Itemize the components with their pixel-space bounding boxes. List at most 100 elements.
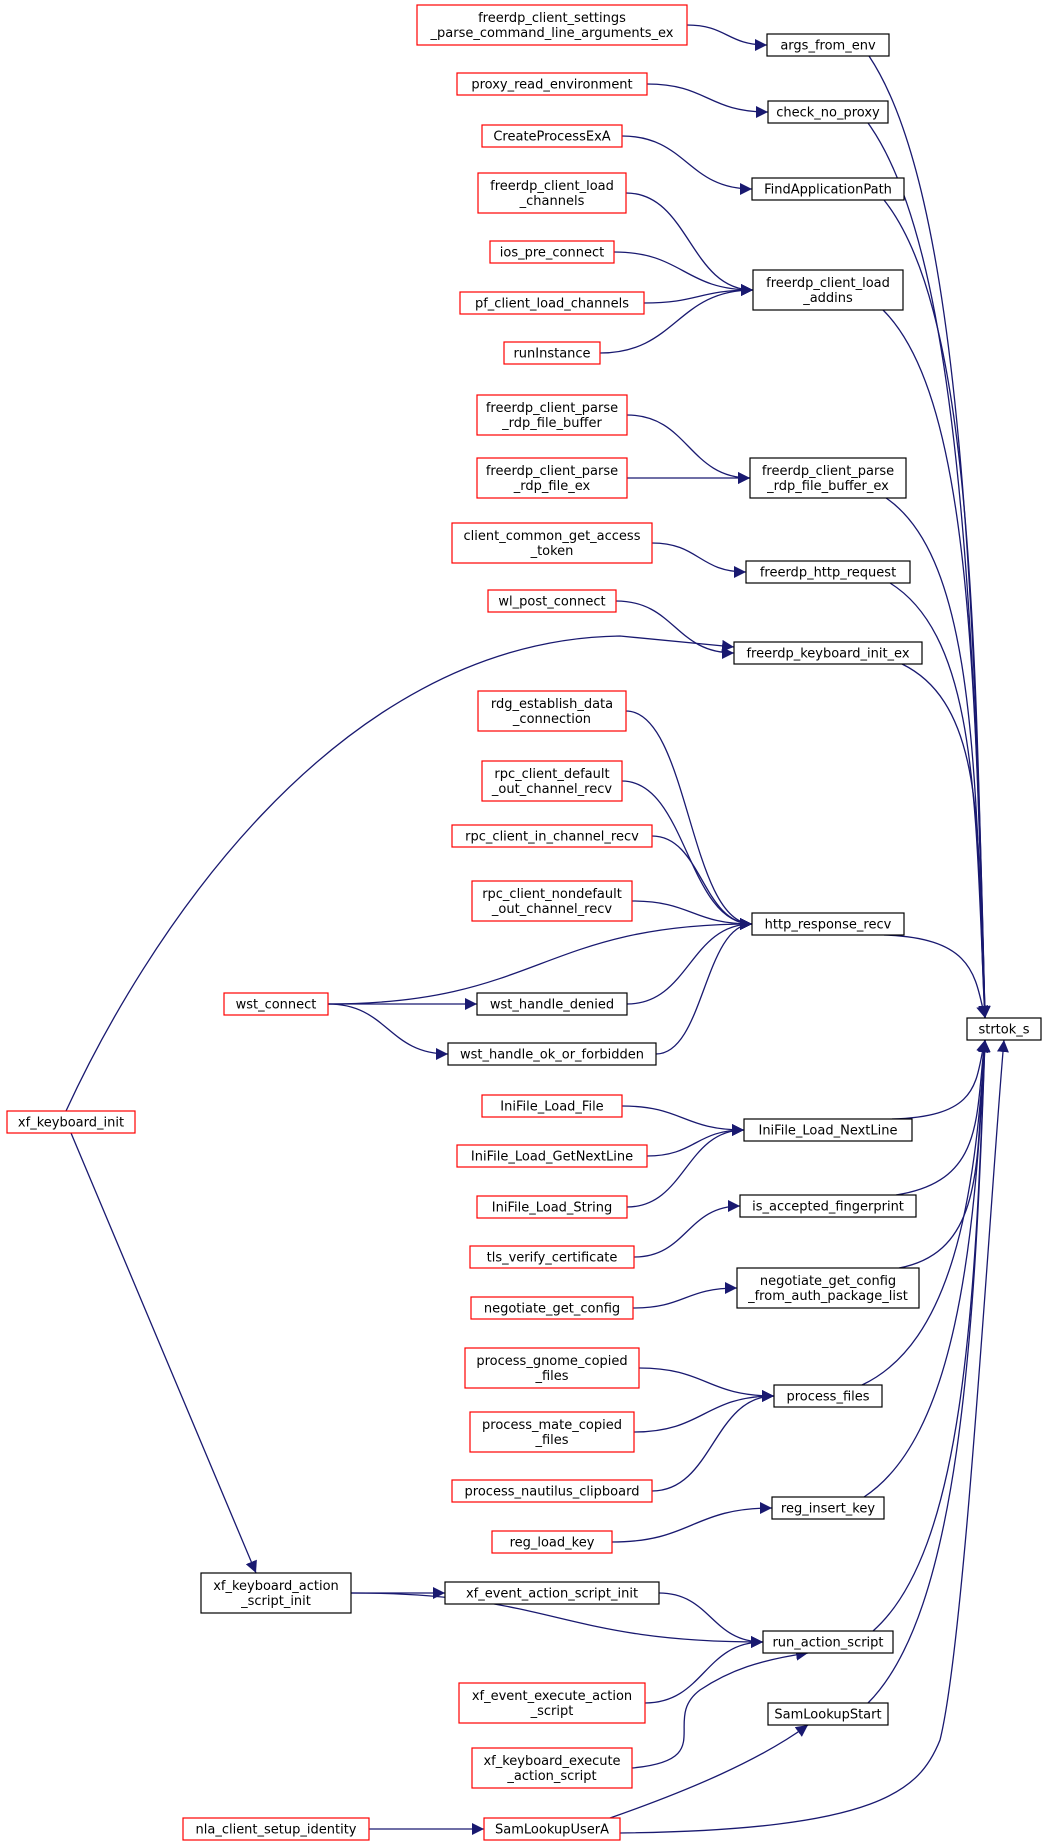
node-label: _channels xyxy=(519,194,585,209)
node-label: tls_verify_certificate xyxy=(487,1251,618,1266)
node-wst-connect[interactable]: wst_connect xyxy=(223,992,329,1016)
node-wst-handle-denied[interactable]: wst_handle_denied xyxy=(476,992,628,1016)
node-freerdp-client-parse-rdp-file-ex[interactable]: freerdp_client_parse_rdp_file_ex xyxy=(476,457,628,499)
edge-sam-lookup-start-to-strtok-s xyxy=(867,1039,991,1704)
node-box xyxy=(766,33,890,57)
node-box xyxy=(767,100,889,124)
node-label: args_from_env xyxy=(780,39,876,54)
node-args-from-env[interactable]: args_from_env xyxy=(766,33,890,57)
node-sam-lookup-user-a[interactable]: SamLookupUserA xyxy=(483,1817,621,1841)
node-label: reg_insert_key xyxy=(781,1502,875,1517)
node-box xyxy=(223,992,329,1016)
node-pf-client-load-channels[interactable]: pf_client_load_channels xyxy=(459,291,645,315)
edge-run-instance-to-freerdp-client-load-addins xyxy=(599,284,754,354)
node-negotiate-get-config[interactable]: negotiate_get_config xyxy=(470,1296,634,1320)
node-strtok-s[interactable]: strtok_s xyxy=(966,1017,1042,1041)
edge-process-files-to-strtok-s xyxy=(861,1039,991,1386)
node-rpc-client-default-out-channel-recv[interactable]: rpc_client_default_out_channel_recv xyxy=(481,760,623,802)
node-box xyxy=(444,1581,660,1605)
node-box xyxy=(456,72,648,96)
node-freerdp-client-load-addins[interactable]: freerdp_client_load_addins xyxy=(752,269,904,311)
node-xf-keyboard-init[interactable]: xf_keyboard_init xyxy=(6,1110,136,1134)
node-http-response-recv[interactable]: http_response_recv xyxy=(751,912,905,936)
node-label: xf_keyboard_action xyxy=(213,1579,339,1594)
node-box xyxy=(469,1245,635,1269)
node-label: freerdp_client_load xyxy=(490,179,614,194)
node-label: freerdp_client_parse xyxy=(762,464,894,479)
node-proxy-read-environment[interactable]: proxy_read_environment xyxy=(456,72,648,96)
node-tls-verify-certificate[interactable]: tls_verify_certificate xyxy=(469,1245,635,1269)
node-xf-event-action-script-init[interactable]: xf_event_action_script_init xyxy=(444,1581,660,1605)
node-label: freerdp_client_settings xyxy=(478,11,626,26)
node-label: CreateProcessExA xyxy=(493,130,610,145)
node-ini-file-load-get-next-line[interactable]: IniFile_Load_GetNextLine xyxy=(456,1144,648,1168)
node-box xyxy=(477,690,627,732)
node-find-application-path[interactable]: FindApplicationPath xyxy=(751,177,905,201)
node-xf-event-execute-action-script[interactable]: xf_event_execute_action_script xyxy=(458,1682,646,1724)
node-reg-insert-key[interactable]: reg_insert_key xyxy=(771,1496,885,1520)
node-label: _script xyxy=(530,1704,574,1719)
node-ini-file-load-next-line[interactable]: IniFile_Load_NextLine xyxy=(743,1118,913,1142)
edge-http-response-recv-to-strtok-s xyxy=(883,934,989,1019)
node-wl-post-connect[interactable]: wl_post_connect xyxy=(487,589,617,613)
node-xf-keyboard-execute-action-script[interactable]: xf_keyboard_execute_action_script xyxy=(471,1747,633,1789)
node-wst-handle-ok-or-forbidden[interactable]: wst_handle_ok_or_forbidden xyxy=(447,1042,657,1066)
node-box xyxy=(483,1817,621,1841)
edges-layer xyxy=(65,24,1009,1835)
edge-ios-pre-connect-to-freerdp-client-load-addins xyxy=(613,251,754,296)
node-negotiate-get-config-from-auth-package-list[interactable]: negotiate_get_config_from_auth_package_l… xyxy=(736,1267,920,1309)
node-create-process-ex-a[interactable]: CreateProcessExA xyxy=(481,124,623,148)
node-label: IniFile_Load_String xyxy=(492,1201,612,1216)
edge-xf-keyboard-execute-action-script-to-run-action-script xyxy=(631,1648,809,1769)
node-freerdp-client-parse-rdp-file-buffer-ex[interactable]: freerdp_client_parse_rdp_file_buffer_ex xyxy=(749,457,907,499)
edge-process-nautilus-clipboard-to-process-files xyxy=(651,1390,775,1492)
node-process-nautilus-clipboard[interactable]: process_nautilus_clipboard xyxy=(451,1479,653,1503)
node-label: rpc_client_default xyxy=(494,767,609,782)
node-rpc-client-in-channel-recv[interactable]: rpc_client_in_channel_recv xyxy=(451,824,653,848)
node-freerdp-keyboard-init-ex[interactable]: freerdp_keyboard_init_ex xyxy=(733,641,923,665)
node-label: rdg_establish_data xyxy=(491,697,613,712)
node-rdg-establish-data-connection[interactable]: rdg_establish_data_connection xyxy=(477,690,627,732)
node-ini-file-load-file[interactable]: IniFile_Load_File xyxy=(481,1094,623,1118)
node-freerdp-client-load-channels[interactable]: freerdp_client_load_channels xyxy=(477,172,627,214)
node-ini-file-load-string[interactable]: IniFile_Load_String xyxy=(476,1195,628,1219)
node-ios-pre-connect[interactable]: ios_pre_connect xyxy=(489,240,615,264)
node-freerdp-http-request[interactable]: freerdp_http_request xyxy=(745,560,911,584)
node-box xyxy=(464,1347,640,1389)
node-label: _token xyxy=(530,544,574,559)
edge-ini-file-load-get-next-line-to-ini-file-load-next-line xyxy=(646,1124,745,1157)
node-xf-keyboard-action-script-init[interactable]: xf_keyboard_action_script_init xyxy=(200,1572,352,1614)
node-check-no-proxy[interactable]: check_no_proxy xyxy=(767,100,889,124)
node-box xyxy=(469,1411,635,1453)
node-run-instance[interactable]: runInstance xyxy=(503,341,601,365)
node-box xyxy=(762,1630,894,1654)
node-client-common-get-access-token[interactable]: client_common_get_access_token xyxy=(451,522,653,564)
edge-negotiate-get-config-from-auth-package-list-to-strtok-s xyxy=(898,1039,990,1269)
node-label: wst_connect xyxy=(236,998,317,1013)
edge-wst-connect-to-wst-handle-ok-or-forbidden xyxy=(327,1003,449,1060)
node-process-mate-copied-files[interactable]: process_mate_copied_files xyxy=(469,1411,635,1453)
node-label: _script_init xyxy=(240,1594,311,1609)
node-label: ios_pre_connect xyxy=(500,246,604,261)
node-nla-client-setup-identity[interactable]: nla_client_setup_identity xyxy=(182,1817,370,1841)
node-label: _parse_command_line_arguments_ex xyxy=(430,26,674,41)
node-run-action-script[interactable]: run_action_script xyxy=(762,1630,894,1654)
node-label: _rdp_file_buffer_ex xyxy=(766,479,889,494)
node-label: IniFile_Load_File xyxy=(500,1100,603,1115)
edge-negotiate-get-config-to-negotiate-get-config-from-auth-package-list xyxy=(632,1282,738,1309)
node-label: reg_load_key xyxy=(510,1536,595,1551)
node-box xyxy=(471,880,633,922)
edge-ini-file-load-string-to-ini-file-load-next-line xyxy=(626,1124,745,1208)
node-process-gnome-copied-files[interactable]: process_gnome_copied_files xyxy=(464,1347,640,1389)
edge-wl-post-connect-to-freerdp-keyboard-init-ex xyxy=(615,600,735,659)
node-freerdp-client-settings-parse-command-line-arguments-ex[interactable]: freerdp_client_settings_parse_command_li… xyxy=(416,4,688,46)
node-reg-load-key[interactable]: reg_load_key xyxy=(491,1530,613,1554)
node-sam-lookup-start[interactable]: SamLookupStart xyxy=(767,1702,889,1726)
node-box xyxy=(491,1530,613,1554)
node-box xyxy=(476,457,628,499)
node-rpc-client-nondefault-out-channel-recv[interactable]: rpc_client_nondefault_out_channel_recv xyxy=(471,880,633,922)
node-box xyxy=(751,912,905,936)
node-freerdp-client-parse-rdp-file-buffer[interactable]: freerdp_client_parse_rdp_file_buffer xyxy=(476,394,628,436)
node-is-accepted-fingerprint[interactable]: is_accepted_fingerprint xyxy=(739,1194,917,1218)
node-process-files[interactable]: process_files xyxy=(773,1384,883,1408)
